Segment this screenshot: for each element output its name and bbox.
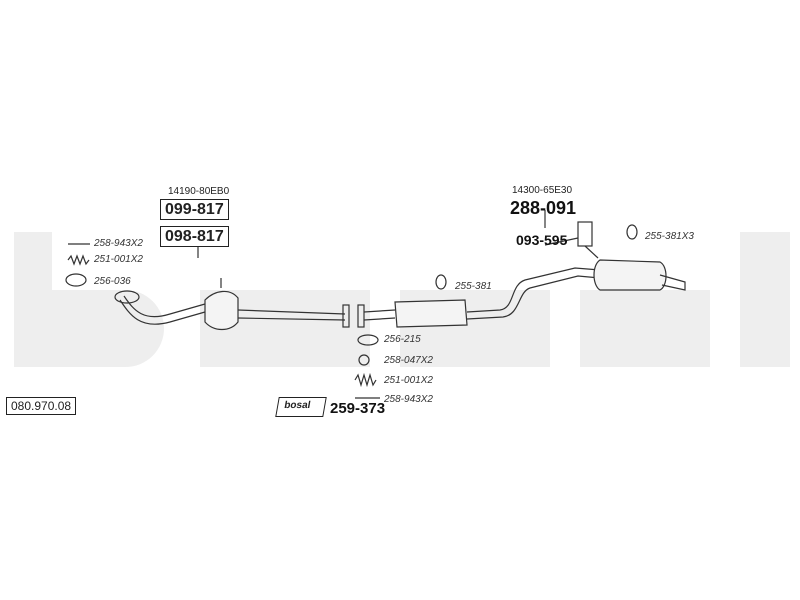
rear-bracket-number: 093-595 — [516, 232, 568, 248]
kit-box: bosal — [275, 397, 327, 417]
rear-muffler-ref: 14300-65E30 — [512, 185, 573, 196]
rear-muffler-number: 288-091 — [510, 198, 577, 218]
middle-nut-label: 258-047X2 — [384, 355, 433, 366]
front-pipe-number-2: 098-817 — [160, 226, 229, 247]
front-spring-graphic — [67, 254, 90, 266]
rear-hanger-label: 255-381X3 — [645, 231, 694, 242]
center-hanger-label: 255-381 — [455, 281, 492, 292]
front-gasket-graphic — [65, 273, 87, 287]
middle-nut-graphic — [358, 354, 370, 366]
middle-flange-right — [357, 304, 365, 328]
front-pipe-number-1: 099-817 — [160, 199, 229, 220]
middle-gasket-graphic — [357, 334, 379, 346]
center-muffler — [394, 299, 468, 328]
middle-gasket-label: 256-215 — [384, 334, 421, 345]
rear-hanger-rubber — [626, 224, 638, 240]
front-flange — [114, 290, 140, 304]
middle-spring-graphic — [354, 372, 377, 388]
kit-logo: bosal — [283, 400, 312, 411]
middle-flange-left — [342, 304, 350, 328]
front-pipe — [119, 299, 206, 325]
rear-bracket — [577, 221, 593, 247]
watermark-l — [740, 232, 790, 367]
rear-muffler — [593, 259, 667, 291]
front-spring-label: 251-001X2 — [94, 254, 143, 265]
middle-bolt-label: 258-943X2 — [384, 394, 433, 405]
catalog-code: 080.970.08 — [6, 397, 77, 415]
kit-number: 259-373 — [330, 400, 386, 417]
watermark-b-bowl — [14, 290, 164, 367]
middle-spring-label: 251-001X2 — [384, 375, 433, 386]
center-hanger-rubber — [435, 274, 447, 290]
catalytic-converter — [204, 290, 239, 331]
watermark-a — [580, 290, 710, 367]
front-gasket-label: 256-036 — [94, 276, 131, 287]
front-pipe-ref: 14190-80EB0 — [168, 186, 230, 197]
front-bolt-label: 258-943X2 — [94, 238, 143, 249]
